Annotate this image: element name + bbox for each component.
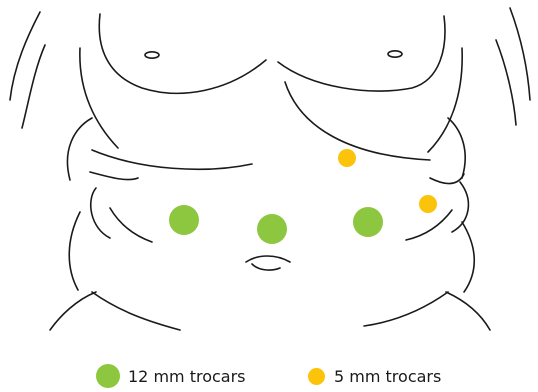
right-nipple [388, 51, 402, 57]
legend-label-12mm: 12 mm trocars [128, 367, 246, 386]
legend-item-5mm: 5 mm trocars [308, 363, 441, 389]
right-groin [364, 292, 448, 326]
left-flank-roll-1 [67, 118, 92, 180]
trocars-12mm [169, 205, 383, 244]
left-nipple [145, 52, 159, 58]
trocars-5mm [338, 149, 437, 213]
trocar-5mm-lateral [419, 195, 437, 213]
right-arm-inner-outline [496, 40, 516, 125]
left-upper-flank [80, 48, 118, 148]
body-outline [10, 8, 530, 330]
navel-bottom [252, 264, 280, 270]
trocar-12mm-right [353, 207, 383, 237]
right-lower-abdomen [446, 292, 490, 330]
right-flank-roll-2 [430, 174, 464, 184]
left-lower-abdomen [50, 292, 96, 330]
trocar-12mm-left [169, 205, 199, 235]
left-chest-outline [99, 14, 266, 93]
left-flank-roll-4 [110, 208, 152, 242]
right-flank-roll-4 [406, 210, 452, 240]
right-upper-fold [285, 82, 430, 160]
right-upper-flank [428, 48, 462, 152]
green-dot-icon [96, 364, 120, 388]
right-arm-outline [510, 8, 530, 100]
right-flank-roll-1 [448, 118, 465, 178]
right-flank-roll-3 [452, 182, 468, 232]
left-flank-roll-5 [69, 212, 80, 290]
trocar-5mm-upper [338, 149, 356, 167]
left-arm-inner-outline [22, 45, 45, 128]
left-upper-fold [92, 150, 252, 169]
right-flank-roll-5 [462, 222, 474, 292]
right-chest-outline [278, 16, 445, 91]
yellow-dot-icon [308, 368, 325, 385]
left-flank-roll-2 [90, 172, 138, 180]
legend-item-12mm: 12 mm trocars [96, 363, 246, 389]
legend: 12 mm trocars 5 mm trocars [0, 363, 538, 389]
trocar-12mm-center [257, 214, 287, 244]
left-arm-outline [10, 12, 40, 100]
left-groin [92, 292, 180, 330]
navel-top [246, 256, 290, 262]
left-flank-roll-3 [91, 188, 110, 238]
legend-label-5mm: 5 mm trocars [334, 367, 441, 386]
